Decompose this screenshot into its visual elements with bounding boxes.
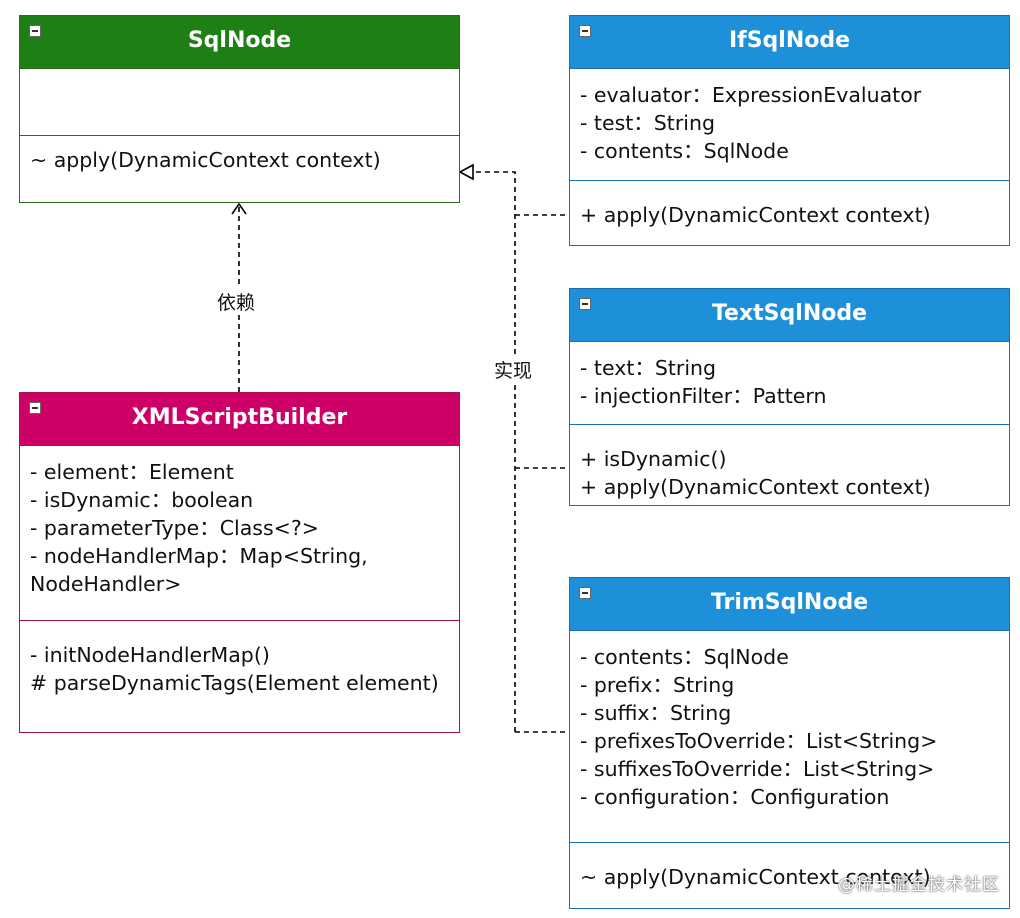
attributes-section — [20, 69, 459, 136]
class-name: TrimSqlNode — [710, 590, 869, 615]
attribute-item: - injectionFilter：Pattern — [580, 384, 827, 408]
method-item: ~ apply(DynamicContext context) — [580, 865, 931, 889]
attribute-item: - isDynamic：boolean — [30, 488, 254, 512]
attribute-item: - suffixesToOverride：List<String> — [580, 757, 935, 781]
trimsqlnode-header: TrimSqlNode — [570, 578, 1009, 631]
attribute-item: - contents：SqlNode — [580, 645, 789, 669]
collapse-icon[interactable] — [579, 25, 591, 37]
method-item: - initNodeHandlerMap() — [30, 643, 270, 667]
attribute-item: - contents：SqlNode — [580, 139, 789, 163]
dependency-label: 依赖 — [215, 288, 258, 315]
methods-section: + apply(DynamicContext context) — [570, 181, 1009, 229]
ifsqlnode-header: IfSqlNode — [570, 16, 1009, 69]
attribute-item: - configuration：Configuration — [580, 785, 890, 809]
methods-section: - initNodeHandlerMap() # parseDynamicTag… — [20, 621, 459, 697]
attribute-item: - element：Element — [30, 460, 234, 484]
watermark: @稀土掘金技术社区 — [838, 875, 1000, 895]
realization-arrowhead — [458, 163, 474, 181]
attribute-item: - text：String — [580, 356, 717, 380]
ifsqlnode-class-box[interactable]: IfSqlNode - evaluator：ExpressionEvaluato… — [569, 15, 1010, 246]
attribute-item: - prefixesToOverride：List<String> — [580, 729, 938, 753]
attribute-item: - parameterType：Class<?> — [30, 516, 319, 540]
class-name: XMLScriptBuilder — [131, 405, 348, 430]
collapse-icon[interactable] — [579, 587, 591, 599]
attribute-item: - evaluator：ExpressionEvaluator — [580, 83, 922, 107]
collapse-icon[interactable] — [29, 25, 41, 37]
class-name: SqlNode — [187, 28, 292, 53]
attribute-item: - suffix：String — [580, 701, 732, 725]
dependency-arrowhead — [231, 202, 247, 215]
methods-section: ~ apply(DynamicContext context) — [20, 136, 459, 174]
xmlscriptbuilder-class-box[interactable]: XMLScriptBuilder - element：Element - isD… — [19, 392, 460, 733]
textsqlnode-class-box[interactable]: TextSqlNode - text：String - injectionFil… — [569, 288, 1010, 506]
method-item: # parseDynamicTags(Element element) — [30, 671, 439, 695]
method-item: ~ apply(DynamicContext context) — [30, 148, 381, 172]
xmlscriptbuilder-header: XMLScriptBuilder — [20, 393, 459, 446]
sqlnode-class-box[interactable]: SqlNode ~ apply(DynamicContext context) — [19, 15, 460, 203]
attributes-section: - evaluator：ExpressionEvaluator - test：S… — [570, 69, 1009, 181]
attributes-section: - element：Element - isDynamic：boolean - … — [20, 446, 459, 621]
method-item: + isDynamic() — [580, 447, 727, 471]
methods-section: + isDynamic() + apply(DynamicContext con… — [570, 425, 1009, 501]
class-name: IfSqlNode — [728, 28, 851, 53]
method-item: + apply(DynamicContext context) — [580, 203, 931, 227]
textsqlnode-header: TextSqlNode — [570, 289, 1009, 342]
method-item: + apply(DynamicContext context) — [580, 475, 931, 499]
trimsqlnode-class-box[interactable]: TrimSqlNode - contents：SqlNode - prefix：… — [569, 577, 1010, 909]
collapse-icon[interactable] — [29, 402, 41, 414]
realization-label: 实现 — [492, 356, 535, 383]
attribute-item: - test：String — [580, 111, 715, 135]
attribute-item: - nodeHandlerMap：Map<String, NodeHandler… — [30, 544, 368, 596]
class-name: TextSqlNode — [711, 301, 868, 326]
attributes-section: - text：String - injectionFilter：Pattern — [570, 342, 1009, 425]
sqlnode-header: SqlNode — [20, 16, 459, 69]
attributes-section: - contents：SqlNode - prefix：String - suf… — [570, 631, 1009, 843]
collapse-icon[interactable] — [579, 298, 591, 310]
attribute-item: - prefix：String — [580, 673, 735, 697]
realization-trunk-edge — [473, 171, 516, 732]
methods-section: ~ apply(DynamicContext context) — [570, 843, 1009, 891]
